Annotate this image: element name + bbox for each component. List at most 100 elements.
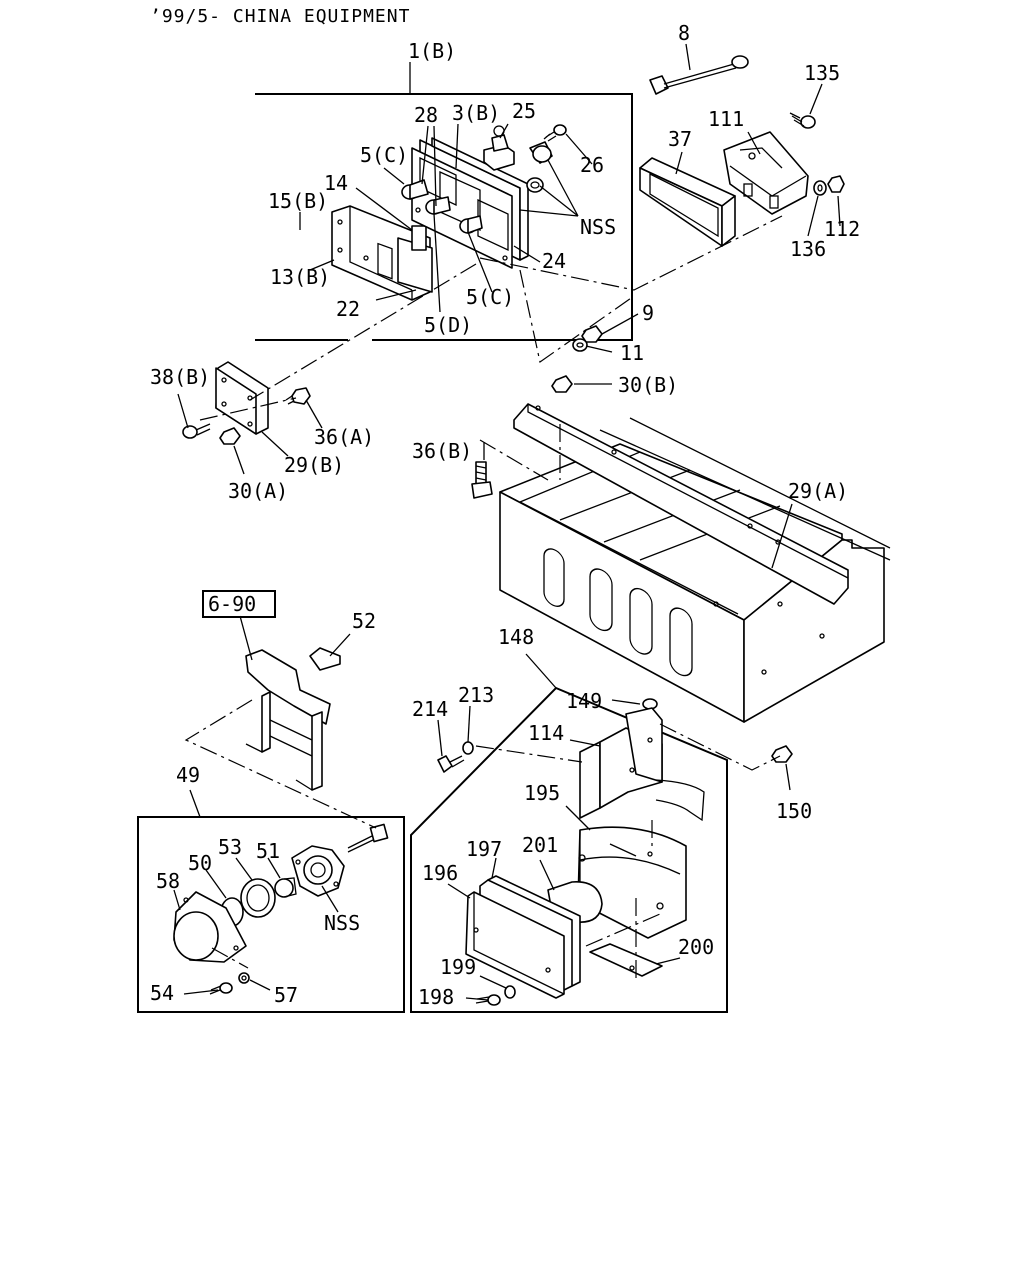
label-111: 111 xyxy=(708,107,744,131)
group-box-1b xyxy=(255,93,633,341)
label-30a: 30(A) xyxy=(228,479,288,503)
alignment-lines xyxy=(184,215,783,980)
bulb-51 xyxy=(274,877,297,898)
label-29a: 29(A) xyxy=(788,479,848,503)
label-201: 201 xyxy=(522,833,558,857)
label-22: 22 xyxy=(336,297,360,321)
plate-29b xyxy=(215,361,269,435)
body-box xyxy=(499,443,885,723)
label-213: 213 xyxy=(458,683,494,707)
label-214: 214 xyxy=(412,697,448,721)
washer-213 xyxy=(462,741,474,755)
label-3b: 3(B) xyxy=(452,101,500,125)
group-box-49 xyxy=(137,816,405,1013)
washer-11 xyxy=(572,338,588,352)
washer-57 xyxy=(238,972,250,984)
angle-bracket-29a xyxy=(513,403,891,605)
lens-196 xyxy=(465,891,565,999)
label-nss-bot: NSS xyxy=(324,911,360,935)
bulb-5c-left xyxy=(401,179,429,200)
connector-nss xyxy=(347,823,389,853)
label-29b: 29(B) xyxy=(284,453,344,477)
housing-195 xyxy=(577,826,687,939)
label-112: 112 xyxy=(824,217,860,241)
label-25: 25 xyxy=(512,99,536,123)
label-11: 11 xyxy=(620,341,644,365)
label-14: 14 xyxy=(324,171,348,195)
bracket-114 xyxy=(579,707,705,822)
cable-8 xyxy=(649,55,749,95)
label-30b: 30(B) xyxy=(618,373,678,397)
label-54: 54 xyxy=(150,981,174,1005)
bolt-38b xyxy=(182,423,211,439)
label-5d: 5(D) xyxy=(424,313,472,337)
screw-54 xyxy=(209,982,233,995)
label-136: 136 xyxy=(790,237,826,261)
label-52: 52 xyxy=(352,609,376,633)
nut-30b xyxy=(551,375,573,393)
ref-box-text: 6-90 xyxy=(208,592,256,616)
label-5c-top: 5(C) xyxy=(360,143,408,167)
plate-200 xyxy=(589,943,663,977)
label-15b: 15(B) xyxy=(268,189,328,213)
label-197: 197 xyxy=(466,837,502,861)
label-150: 150 xyxy=(776,799,812,823)
bolt-214 xyxy=(437,755,465,773)
socket-25 xyxy=(483,125,515,171)
label-114: 114 xyxy=(528,721,564,745)
nut-36a xyxy=(285,387,311,405)
socket-nss xyxy=(291,845,345,897)
ref-box xyxy=(202,590,276,618)
label-49: 49 xyxy=(176,763,200,787)
label-199: 199 xyxy=(440,955,476,979)
label-148: 148 xyxy=(498,625,534,649)
screw-135 xyxy=(789,112,816,129)
bracket-111 xyxy=(723,131,809,215)
label-38b: 38(B) xyxy=(150,365,210,389)
nut-30a xyxy=(219,427,241,445)
label-50: 50 xyxy=(188,851,212,875)
label-57: 57 xyxy=(274,983,298,1007)
label-200: 200 xyxy=(678,935,714,959)
bolt-36b xyxy=(471,461,493,499)
panel-22 xyxy=(397,225,433,293)
label-28: 28 xyxy=(414,103,438,127)
label-36b: 36(B) xyxy=(412,439,472,463)
label-9: 9 xyxy=(642,301,654,325)
part-labels: 8 135 1(B) 28 3(B) 25 26 111 37 5(C) 14 … xyxy=(150,21,860,1009)
label-8: 8 xyxy=(678,21,690,45)
lens-58 xyxy=(173,891,247,963)
label-13b: 13(B) xyxy=(270,265,330,289)
label-195: 195 xyxy=(524,781,560,805)
lens-37 xyxy=(639,157,736,247)
bulb-5c-right xyxy=(459,215,483,234)
label-36a: 36(A) xyxy=(314,425,374,449)
washer-199 xyxy=(504,985,516,999)
screw-26 xyxy=(543,124,567,142)
label-149: 149 xyxy=(566,689,602,713)
bulb-5d xyxy=(425,196,451,215)
diagram-header: ’99/5- CHINA EQUIPMENT xyxy=(150,6,410,27)
nut-150 xyxy=(771,745,793,763)
nss-parts-top xyxy=(526,141,553,193)
group-box-148 xyxy=(410,686,728,1013)
nut-112 xyxy=(827,175,845,193)
label-37: 37 xyxy=(668,127,692,151)
label-5c-bot: 5(C) xyxy=(466,285,514,309)
label-24: 24 xyxy=(542,249,566,273)
label-198: 198 xyxy=(418,985,454,1009)
label-53: 53 xyxy=(218,835,242,859)
lamp-bracket xyxy=(245,647,341,791)
washer-136 xyxy=(813,180,827,196)
label-1b: 1(B) xyxy=(408,39,456,63)
leader-lines xyxy=(173,43,841,1001)
nut-9 xyxy=(581,325,603,343)
label-nss-top: NSS xyxy=(580,215,616,239)
label-58: 58 xyxy=(156,869,180,893)
label-51: 51 xyxy=(256,839,280,863)
label-135: 135 xyxy=(804,61,840,85)
ring-53 xyxy=(240,878,276,918)
label-26: 26 xyxy=(580,153,604,177)
label-196: 196 xyxy=(422,861,458,885)
